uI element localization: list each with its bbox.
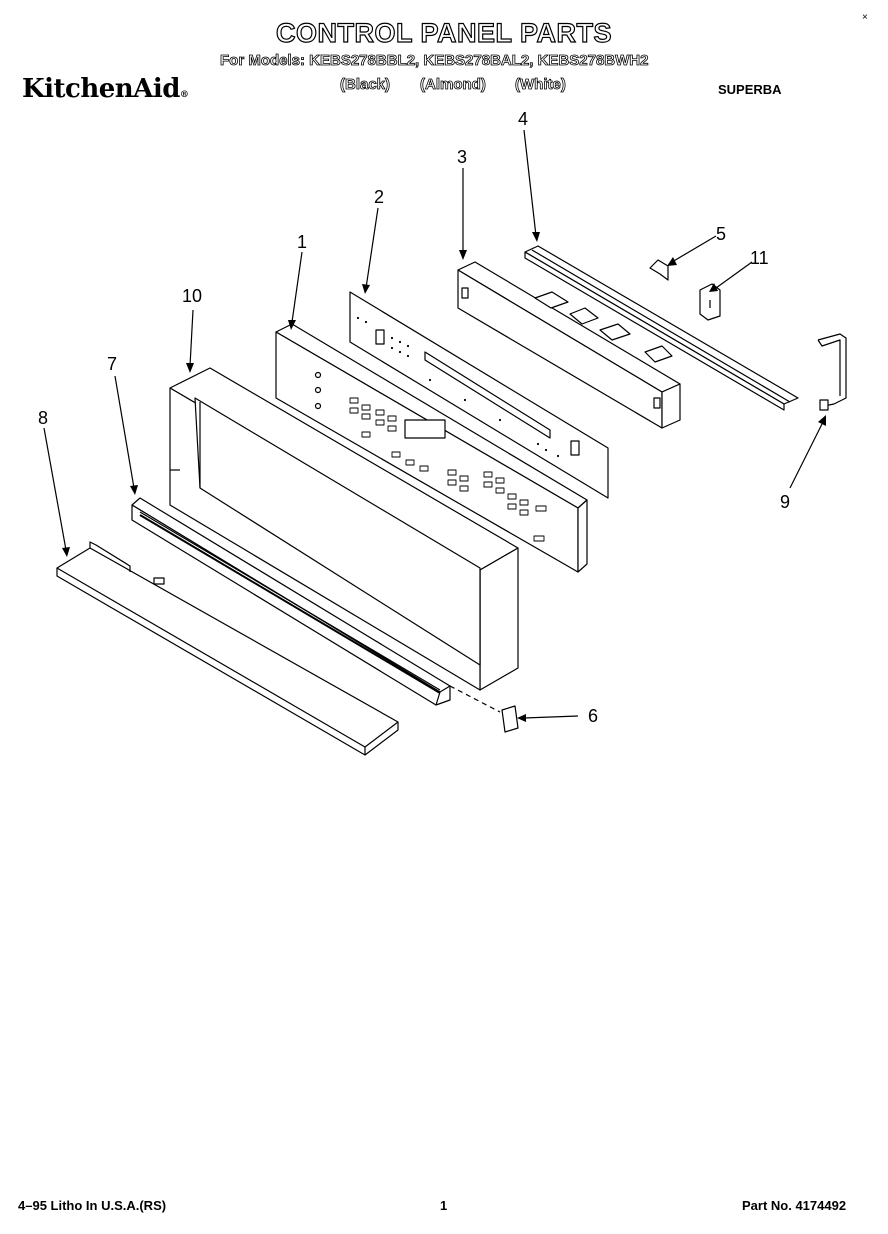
callout-4: 4 — [518, 109, 528, 129]
callout-10: 10 — [182, 286, 202, 306]
part-3-circuit-board — [457, 261, 681, 429]
part-8-bottom-trim — [56, 541, 399, 756]
part-9-hanger — [817, 333, 847, 411]
callout-6: 6 — [588, 706, 598, 726]
part-4-rail — [524, 245, 799, 411]
page-number: 1 — [440, 1198, 448, 1213]
color-label-black: (Black) — [340, 76, 391, 94]
callout-1: 1 — [297, 232, 307, 252]
callout-11: 11 — [750, 248, 769, 268]
part-11-bracket — [699, 283, 721, 321]
part-1-control-panel — [275, 323, 588, 573]
color-label-almond: (Almond) — [420, 76, 487, 94]
callout-5: 5 — [716, 224, 726, 244]
callout-7: 7 — [107, 354, 117, 374]
product-code: SUPERBA — [718, 82, 782, 97]
callout-2: 2 — [374, 187, 384, 207]
brand-name: KitchenAid — [22, 74, 180, 104]
color-label-white: (White) — [515, 76, 567, 94]
print-info: 4–95 Litho In U.S.A.(RS) — [18, 1198, 167, 1213]
callout-9: 9 — [780, 492, 790, 512]
part-number: Part No. 4174492 — [742, 1198, 847, 1213]
callout-8: 8 — [38, 408, 48, 428]
model-list: For Models: KEBS278BBL2, KEBS278BAL2, KE… — [220, 52, 649, 70]
part-6-end-clip — [449, 685, 519, 733]
part-2-overlay — [349, 291, 609, 499]
corner-mark: × — [862, 12, 868, 23]
callout-leaders — [43, 129, 826, 722]
part-5-clip — [649, 259, 669, 281]
callout-3: 3 — [457, 147, 467, 167]
brand-logo: KitchenAid® — [22, 74, 189, 104]
page-title: CONTROL PANEL PARTS — [275, 17, 613, 48]
registered-mark: ® — [179, 90, 189, 100]
part-10-frame — [169, 367, 519, 691]
